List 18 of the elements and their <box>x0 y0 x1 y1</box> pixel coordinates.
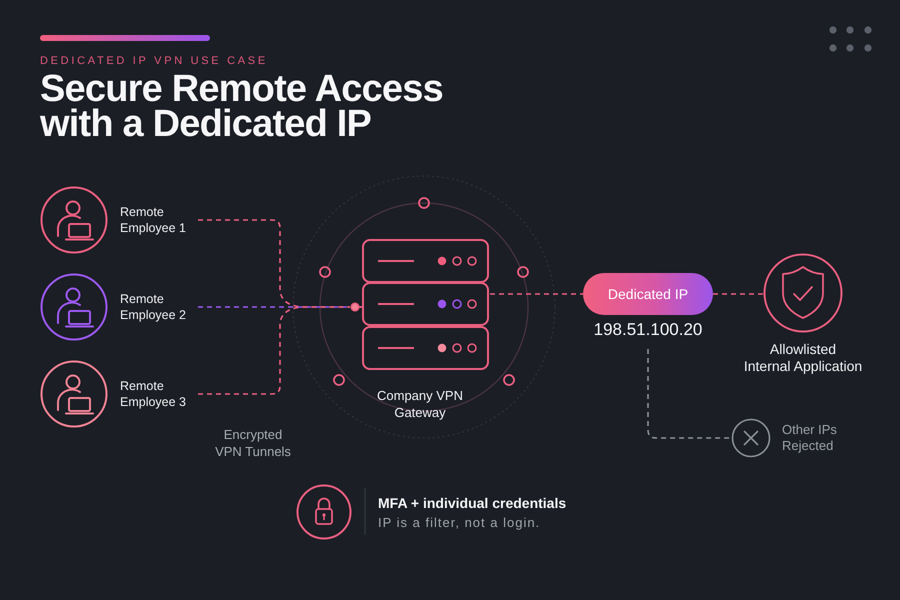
node-label: Remote Employee 3 <box>120 378 188 410</box>
dashed-connector <box>490 293 583 295</box>
title: Secure Remote Access with a Dedicated IP <box>40 72 444 142</box>
node-label: Allowlisted Internal Application <box>743 341 863 375</box>
node-label: Company VPN Gateway <box>376 387 464 421</box>
ip-address-text: 198.51.100.20 <box>592 319 704 341</box>
note-text: IP is a filter, not a login. <box>378 515 540 531</box>
tunnel-caption: Encrypted VPN Tunnels <box>214 426 292 460</box>
node-label: Remote Employee 1 <box>120 204 188 236</box>
note-heading: MFA + individual credentials <box>378 495 566 512</box>
dashed-connector <box>713 293 764 295</box>
dashed-connector <box>647 349 731 439</box>
dashed-connector <box>198 306 350 395</box>
ip-pill: Dedicated IP <box>583 273 713 315</box>
node-label: Other IPs Rejected <box>782 422 838 454</box>
eyebrow-text: DEDICATED IP VPN USE CASE <box>40 55 268 68</box>
node-label: Remote Employee 2 <box>120 291 188 323</box>
dashed-connector <box>198 306 350 308</box>
